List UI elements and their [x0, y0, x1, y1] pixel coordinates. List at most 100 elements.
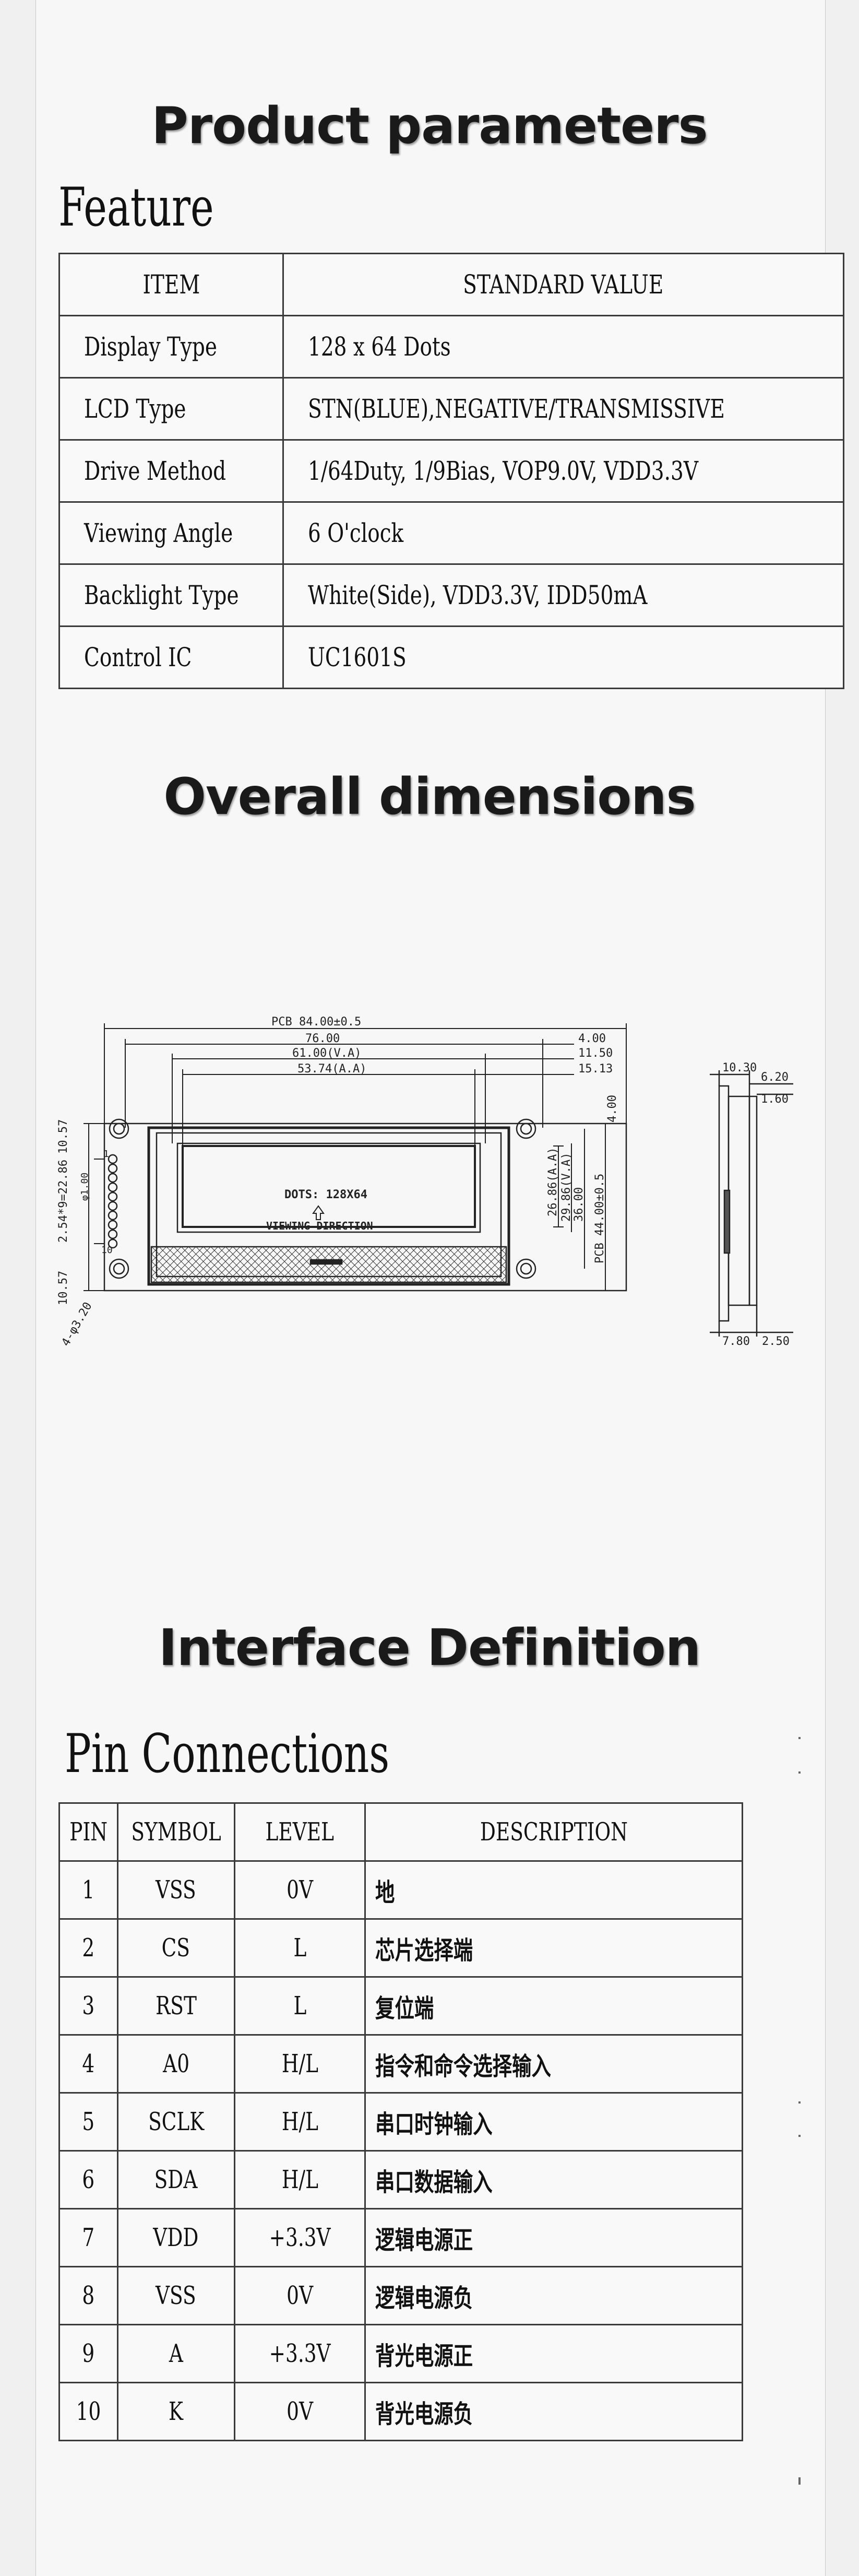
- overall-dimensions-title: Overall dimensions: [163, 767, 696, 826]
- mount-hole: [516, 1118, 536, 1139]
- value-cell: White(Side), VDD3.3V, IDD50mA: [282, 563, 844, 627]
- table-row: LCD Type STN(BLUE),NEGATIVE/TRANSMISSIVE: [58, 377, 844, 441]
- header-level: LEVEL: [233, 1802, 366, 1862]
- header-item: ITEM: [58, 253, 284, 316]
- value-cell: 128 x 64 Dots: [282, 315, 844, 379]
- dim-29-86: 29.86(V.A): [560, 1153, 573, 1222]
- viewing-area: [176, 1142, 481, 1233]
- pin-number-cell: 4: [58, 2034, 118, 2094]
- pin-number-cell: 3: [58, 1976, 118, 2036]
- level-cell: 0V: [233, 2266, 366, 2325]
- description-cell: 复位端: [364, 1976, 743, 2036]
- feature-title: Feature: [58, 176, 214, 239]
- item-cell: LCD Type: [58, 377, 284, 441]
- table-row: Viewing Angle 6 O'clock: [58, 501, 844, 565]
- item-cell: Display Type: [58, 315, 284, 379]
- level-cell: +3.3V: [233, 2324, 366, 2383]
- value-cell: STN(BLUE),NEGATIVE/TRANSMISSIVE: [282, 377, 844, 441]
- description-cell: 逻辑电源负: [364, 2266, 743, 2325]
- pin-1-label: 1: [103, 1149, 109, 1160]
- bezel-outline: [147, 1126, 510, 1286]
- value-cell: UC1601S: [282, 625, 844, 689]
- symbol-cell: VSS: [116, 1860, 235, 1920]
- dot-mark: [798, 2135, 801, 2137]
- dim-10-57-top: 10.57: [57, 1119, 70, 1154]
- header-description: DESCRIPTION: [364, 1802, 743, 1862]
- dim-side-2-50: 2.50: [762, 1335, 790, 1348]
- level-cell: H/L: [233, 2034, 366, 2094]
- pin-number-cell: 6: [58, 2150, 118, 2209]
- pin-connections-title: Pin Connections: [65, 1723, 390, 1785]
- symbol-cell: SCLK: [116, 2092, 235, 2152]
- description-cell: 背光电源正: [364, 2324, 743, 2383]
- dot-mark: [798, 1737, 801, 1739]
- side-view: [710, 1070, 793, 1337]
- pin-number-cell: 1: [58, 1860, 118, 1920]
- level-cell: L: [233, 1918, 366, 1978]
- level-cell: H/L: [233, 2150, 366, 2209]
- mount-hole: [109, 1258, 129, 1279]
- description-cell: 逻辑电源正: [364, 2208, 743, 2267]
- symbol-cell: CS: [116, 1918, 235, 1978]
- product-parameters-title: Product parameters: [151, 97, 708, 155]
- feature-table: ITEM STANDARD VALUE Display Type 128 x 6…: [58, 253, 844, 689]
- dim-26-86: 26.86(A.A): [546, 1148, 559, 1216]
- dim-side-10-30: 10.30: [722, 1061, 757, 1074]
- dim-pcb-height: PCB 44.00±0.5: [593, 1174, 606, 1263]
- value-cell: 6 O'clock: [282, 501, 844, 565]
- level-cell: +3.3V: [233, 2208, 366, 2267]
- table-header-row: PIN SYMBOL LEVEL DESCRIPTION: [58, 1802, 743, 1862]
- pcb-outline: [103, 1122, 627, 1292]
- table-row: Control IC UC1601S: [58, 625, 844, 689]
- active-area: [182, 1145, 476, 1228]
- table-header-row: ITEM STANDARD VALUE: [58, 253, 844, 316]
- pin-number-cell: 5: [58, 2092, 118, 2152]
- dim-4: 4.00: [578, 1032, 606, 1045]
- symbol-cell: RST: [116, 1976, 235, 2036]
- dim-side-1-60: 1.60: [761, 1093, 789, 1106]
- pin-number-cell: 2: [58, 1918, 118, 1978]
- symbol-cell: VSS: [116, 2266, 235, 2325]
- dim-side-7-80: 7.80: [722, 1335, 750, 1348]
- interface-definition-title: Interface Definition: [158, 1618, 701, 1677]
- level-cell: H/L: [233, 2092, 366, 2152]
- dim-side-6-20: 6.20: [761, 1071, 789, 1084]
- table-row: Backlight Type White(Side), VDD3.3V, IDD…: [58, 563, 844, 627]
- description-cell: 串口时钟输入: [364, 2092, 743, 2152]
- dim-36: 36.00: [572, 1187, 586, 1222]
- description-cell: 背光电源负: [364, 2382, 743, 2441]
- level-cell: L: [233, 1976, 366, 2036]
- pin-number-cell: 10: [58, 2382, 118, 2441]
- mechanical-drawing: PCB 84.00±0.5 76.00 61.00(V.A) 53.74(A.A…: [57, 1015, 793, 1349]
- value-cell: 1/64Duty, 1/9Bias, VOP9.0V, VDD3.3V: [282, 439, 844, 503]
- pin-number-cell: 8: [58, 2266, 118, 2325]
- dim-pin-diameter: φ1.00: [79, 1173, 90, 1201]
- viewing-arrow-icon: [312, 1205, 325, 1220]
- header-standard-value: STANDARD VALUE: [282, 253, 844, 316]
- dot-mark: [798, 1771, 801, 1774]
- dim-10-57-bottom: 10.57: [57, 1271, 70, 1305]
- symbol-cell: A0: [116, 2034, 235, 2094]
- symbol-cell: A: [116, 2324, 235, 2383]
- description-cell: 地: [364, 1860, 743, 1920]
- dots-label: DOTS: 128X64: [284, 1188, 367, 1201]
- item-cell: Drive Method: [58, 439, 284, 503]
- item-cell: Viewing Angle: [58, 501, 284, 565]
- dim-pitch: 2.54*9=22.86: [57, 1160, 70, 1243]
- level-cell: 0V: [233, 1860, 366, 1920]
- table-row: Drive Method 1/64Duty, 1/9Bias, VOP9.0V,…: [58, 439, 844, 503]
- symbol-cell: K: [116, 2382, 235, 2441]
- dim-53: 53.74(A.A): [297, 1062, 366, 1076]
- pin-number-cell: 9: [58, 2324, 118, 2383]
- dim-15-13: 15.13: [578, 1062, 613, 1076]
- dot-mark: [798, 2477, 801, 2485]
- dim-holes: 4-φ3.20: [59, 1300, 95, 1349]
